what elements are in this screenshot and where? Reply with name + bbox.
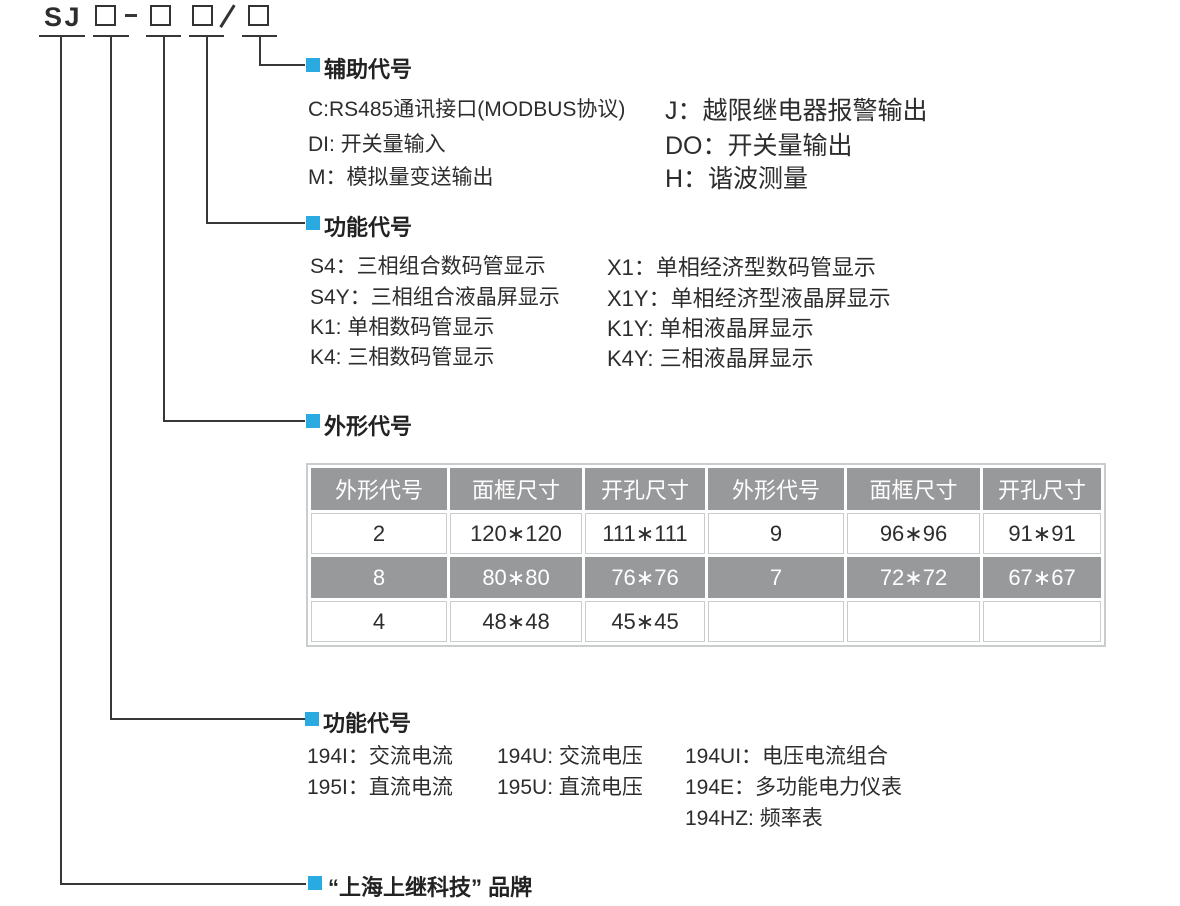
shape-table-cell: 9	[708, 513, 844, 554]
function-item: 195I：直流电流	[307, 776, 453, 799]
shape-table-cell: 96∗96	[847, 513, 980, 554]
connector-shape-h	[163, 420, 305, 422]
function-item: 194UI：电压电流组合	[685, 745, 889, 768]
function-item: 194I：交流电流	[307, 745, 453, 768]
shape-table-cell: 48∗48	[450, 601, 582, 642]
function-item: 194HZ: 频率表	[685, 807, 823, 830]
model-box-1	[95, 5, 116, 26]
shape-table-cell: 80∗80	[450, 557, 582, 598]
function-item: 195U: 直流电压	[497, 776, 643, 799]
display-title: 功能代号	[324, 215, 413, 240]
shape-table-header-row: 外形代号 面框尺寸 开孔尺寸 外形代号 面框尺寸 开孔尺寸	[311, 468, 1101, 510]
shape-table-cell: 2	[311, 513, 447, 554]
shape-table-cell: 67∗67	[983, 557, 1101, 598]
display-item: K4Y: 三相液晶屏显示	[607, 346, 814, 371]
shape-table-cell: 45∗45	[585, 601, 705, 642]
shape-table-cell	[847, 601, 980, 642]
aux-item: J：越限继电器报警输出	[665, 97, 928, 125]
aux-item: DI: 开关量输入	[308, 133, 446, 156]
shape-table: 外形代号 面框尺寸 开孔尺寸 外形代号 面框尺寸 开孔尺寸 2 120∗120 …	[306, 463, 1106, 647]
model-prefix: SJ	[44, 2, 83, 32]
shape-table-row-highlight: 8 80∗80 76∗76 7 72∗72 67∗67	[311, 557, 1101, 598]
model-box-2	[150, 5, 171, 26]
shape-table-cell: 120∗120	[450, 513, 582, 554]
display-bullet-icon	[306, 216, 320, 230]
display-item: X1：单相经济型数码管显示	[607, 255, 876, 280]
function-title: 功能代号	[323, 711, 412, 736]
connector-function-h	[110, 718, 305, 720]
aux-item: M：模拟量变送输出	[308, 166, 494, 189]
display-item: K1Y: 单相液晶屏显示	[607, 316, 814, 341]
connector-aux-h	[259, 64, 305, 66]
connector-brand-v	[60, 36, 62, 885]
shape-title: 外形代号	[324, 414, 413, 439]
display-item: S4Y：三相组合液晶屏显示	[310, 286, 560, 309]
aux-bullet-icon	[306, 58, 320, 72]
function-bullet-icon	[305, 712, 319, 726]
aux-item: H：谐波测量	[665, 165, 809, 193]
shape-table-cell	[983, 601, 1101, 642]
aux-title: 辅助代号	[324, 57, 413, 82]
shape-table-header: 面框尺寸	[450, 468, 582, 510]
shape-table-row: 2 120∗120 111∗111 9 96∗96 91∗91	[311, 513, 1101, 554]
shape-table-cell: 7	[708, 557, 844, 598]
tbar-prefix	[39, 35, 85, 37]
shape-table-row: 4 48∗48 45∗45	[311, 601, 1101, 642]
shape-table-cell	[708, 601, 844, 642]
shape-table-header: 外形代号	[311, 468, 447, 510]
display-item: X1Y：单相经济型液晶屏显示	[607, 286, 891, 311]
model-slash	[219, 4, 236, 28]
shape-table-cell: 8	[311, 557, 447, 598]
shape-table-header: 开孔尺寸	[983, 468, 1101, 510]
model-box-4	[248, 5, 269, 26]
connector-brand-h	[60, 883, 306, 885]
shape-table-cell: 4	[311, 601, 447, 642]
connector-shape-v	[163, 36, 165, 422]
display-item: K4: 三相数码管显示	[310, 346, 495, 369]
shape-bullet-icon	[306, 414, 320, 428]
brand-bullet-icon	[308, 876, 322, 890]
shape-table-cell: 91∗91	[983, 513, 1101, 554]
aux-item: DO：开关量输出	[665, 132, 853, 160]
shape-table-header: 开孔尺寸	[585, 468, 705, 510]
connector-aux-v	[259, 36, 261, 66]
shape-table-header: 面框尺寸	[847, 468, 980, 510]
aux-item: C:RS485通讯接口(MODBUS协议)	[308, 98, 626, 121]
model-dash	[125, 14, 137, 17]
function-item: 194U: 交流电压	[497, 745, 643, 768]
shape-table-cell: 111∗111	[585, 513, 705, 554]
display-item: S4：三相组合数码管显示	[310, 255, 546, 278]
brand-title: “上海上继科技” 品牌	[328, 875, 533, 900]
function-item: 194E：多功能电力仪表	[685, 776, 903, 799]
connector-function-v	[110, 36, 112, 720]
connector-display-v	[206, 36, 208, 224]
display-item: K1: 单相数码管显示	[310, 316, 495, 339]
shape-table-cell: 72∗72	[847, 557, 980, 598]
shape-table-cell: 76∗76	[585, 557, 705, 598]
connector-display-h	[206, 222, 305, 224]
model-box-3	[192, 5, 213, 26]
shape-table-header: 外形代号	[708, 468, 844, 510]
